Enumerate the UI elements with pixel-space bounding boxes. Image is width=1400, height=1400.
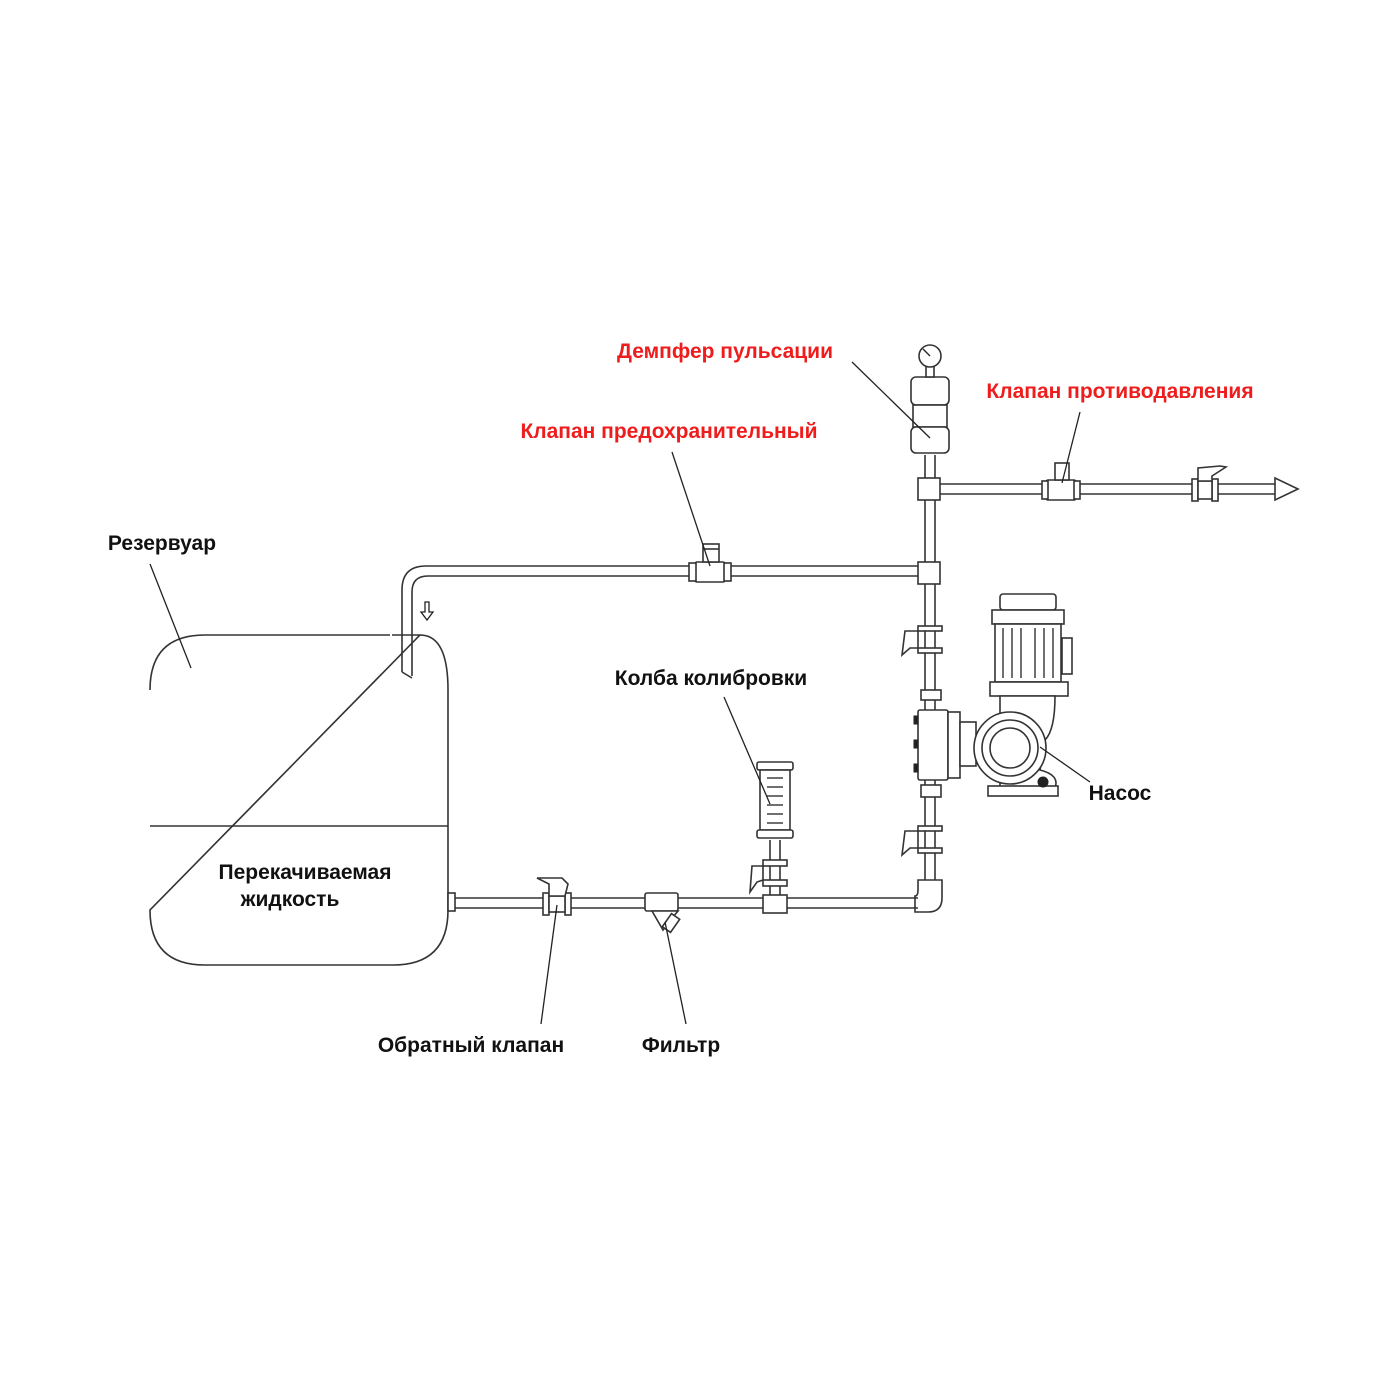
label-check-valve: Обратный клапан xyxy=(378,1034,564,1057)
label-safety-valve: Клапан предохранительный xyxy=(520,420,817,443)
leader-damper xyxy=(851,361,931,439)
dosing-pump xyxy=(913,593,1073,798)
label-pulsation-damper: Демпфер пульсации xyxy=(617,340,833,363)
safety-valve xyxy=(688,543,732,583)
return-pipe xyxy=(401,565,920,679)
leader-flask xyxy=(723,696,771,805)
label-liquid-line1: Перекачиваемая xyxy=(219,861,392,884)
suction-line xyxy=(455,877,918,934)
discharge-line xyxy=(940,462,1300,502)
vertical-pipe xyxy=(900,455,943,913)
tank xyxy=(149,634,456,966)
leader-back-pressure-valve xyxy=(1061,411,1081,484)
pulsation-damper xyxy=(910,344,950,454)
check-valve xyxy=(542,892,550,916)
leader-check-valve xyxy=(540,904,558,1025)
leader-filter xyxy=(664,921,687,1025)
leader-safety-valve xyxy=(671,451,711,567)
flow-down-arrow-icon xyxy=(419,601,435,622)
leader-pump xyxy=(1039,746,1091,783)
label-back-pressure-valve: Клапан противодавления xyxy=(986,380,1253,403)
leader-tank xyxy=(149,563,192,669)
label-calibration-flask: Колба колибровки xyxy=(615,667,807,690)
flow-arrow-right-icon xyxy=(1274,476,1300,502)
label-liquid-line2: жидкость xyxy=(240,888,340,911)
leader-lines xyxy=(149,361,1091,1025)
label-pump: Насос xyxy=(1089,782,1152,805)
label-tank: Резервуар xyxy=(108,532,216,555)
label-filter: Фильтр xyxy=(642,1034,720,1057)
pump-inlet-nut xyxy=(920,689,942,701)
calibration-flask xyxy=(748,761,794,895)
tank-outlet-flange xyxy=(447,892,456,912)
y-filter xyxy=(644,892,681,934)
